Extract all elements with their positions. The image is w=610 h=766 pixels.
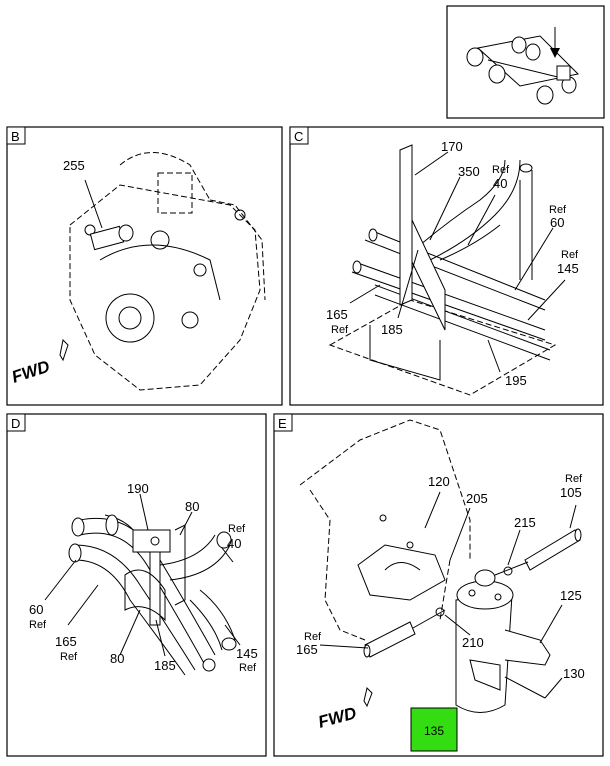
strap-part-125 [469, 629, 551, 691]
callout-170: 170 [441, 139, 463, 154]
callout-ref-145: Ref [239, 662, 257, 674]
bracket-part-190 [132, 529, 171, 626]
clamp-part-80 [124, 524, 186, 622]
panel-b-letter: B [11, 129, 20, 144]
callout-195: 195 [505, 373, 527, 388]
callout-145: 145 [557, 261, 579, 276]
hose-bundle-c [328, 144, 557, 396]
callout-185: 185 [381, 322, 403, 337]
bracket-part-170 [399, 144, 446, 331]
down-arrow-icon [550, 27, 560, 58]
panel-d: D [6, 413, 267, 757]
panel-b-tag [6, 126, 26, 145]
callout-ref-60: Ref [549, 204, 567, 216]
callout-145: 145 [236, 646, 258, 661]
callout-ref-105: Ref [565, 473, 583, 485]
callout-80-bottom: 80 [110, 651, 124, 666]
callout-210: 210 [462, 635, 484, 650]
panel-d-letter: D [11, 416, 20, 431]
panel-e-frame [273, 413, 604, 757]
panel-d-frame [6, 413, 267, 757]
callout-105: 105 [560, 485, 582, 500]
callout-ref-60: Ref [29, 619, 47, 631]
callout-190: 190 [127, 481, 149, 496]
overview-panel [446, 5, 605, 119]
highlighted-part-135[interactable]: 135 [410, 707, 458, 752]
connector-part-255 [89, 224, 134, 251]
callout-ref-165: Ref [304, 631, 322, 643]
alternator-drawing [69, 152, 266, 391]
forward-arrow-icon [363, 687, 373, 708]
hose-bundle-d [68, 514, 237, 676]
callout-120: 120 [428, 474, 450, 489]
callout-ref-165: Ref [331, 324, 349, 336]
callout-165: 165 [326, 307, 348, 322]
callout-130: 130 [563, 666, 585, 681]
callout-ref-40: Ref [492, 164, 510, 176]
callout-ref-165: Ref [60, 651, 78, 663]
callout-80-top: 80 [185, 499, 199, 514]
panel-b-frame [6, 126, 283, 406]
callout-125: 125 [560, 588, 582, 603]
panel-b: B 255 FWD [6, 126, 283, 406]
truck-chassis-icon [466, 35, 580, 105]
bracket-part-120 [357, 541, 446, 601]
panel-d-tag [6, 413, 26, 432]
callout-ref-145: Ref [561, 249, 579, 261]
panel-e-tag [273, 413, 293, 432]
panel-e: E [273, 413, 604, 757]
callout-ref-40: Ref [228, 523, 246, 535]
callout-165: 165 [296, 642, 318, 657]
callout-185: 185 [154, 658, 176, 673]
panel-c-tag [289, 126, 309, 145]
callout-255: 255 [63, 158, 85, 173]
panel-c-frame [289, 126, 604, 406]
hose-part-105 [494, 528, 582, 576]
part-135-highlight-box[interactable] [410, 707, 458, 752]
callout-135[interactable]: 135 [424, 724, 444, 738]
forward-arrow-icon [59, 338, 69, 362]
receiver-drier-drawing [299, 419, 582, 713]
callout-60: 60 [29, 602, 43, 617]
callout-60: 60 [550, 215, 564, 230]
callout-205: 205 [466, 491, 488, 506]
callout-40: 40 [493, 176, 507, 191]
panel-c-letter: C [294, 129, 303, 144]
callout-40: 40 [227, 536, 241, 551]
panel-c: C [289, 126, 604, 406]
callout-215: 215 [514, 515, 536, 530]
panel-e-letter: E [278, 416, 287, 431]
callout-165: 165 [55, 634, 77, 649]
callout-350: 350 [458, 164, 480, 179]
